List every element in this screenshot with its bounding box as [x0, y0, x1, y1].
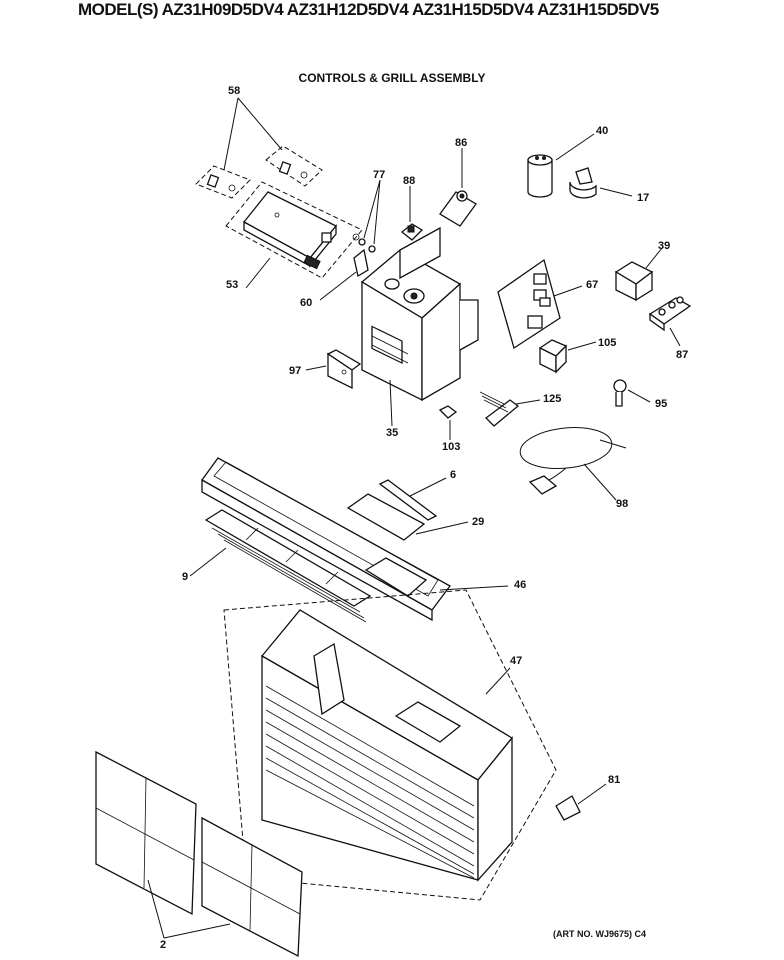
label-95: 95 [655, 398, 667, 410]
part-53-control-panel [225, 181, 363, 289]
part-46-grille-frame [201, 457, 509, 622]
part-81-bracket [555, 783, 607, 821]
label-97: 97 [289, 365, 301, 377]
label-17: 17 [637, 192, 649, 204]
label-125: 125 [543, 393, 561, 405]
part-125-sensor [479, 391, 541, 427]
part-97-plate [305, 349, 362, 390]
part-88-clip [400, 186, 424, 241]
part-9-louvre [189, 509, 372, 623]
label-86: 86 [455, 137, 467, 149]
label-53: 53 [226, 279, 238, 291]
part-39-relay [614, 247, 663, 302]
label-58: 58 [228, 85, 240, 97]
part-35-control-box [360, 226, 479, 427]
part-77-screws [358, 179, 381, 253]
part-103-clip [438, 405, 458, 440]
label-2: 2 [160, 939, 166, 951]
label-40: 40 [596, 125, 608, 137]
label-46: 46 [514, 579, 526, 591]
label-87: 87 [676, 349, 688, 361]
part-58-switch-knobs [195, 97, 323, 199]
label-81: 81 [608, 774, 620, 786]
part-47-front-cabinet [223, 589, 557, 901]
part-60-bracket [319, 248, 369, 301]
part-40-capacitor [527, 133, 595, 198]
part-17-strap [569, 167, 633, 199]
label-6: 6 [450, 469, 456, 481]
label-67: 67 [586, 279, 598, 291]
label-47: 47 [510, 655, 522, 667]
art-number: (ART NO. WJ9675) C4 [553, 929, 647, 939]
label-77: 77 [373, 169, 385, 181]
model-numbers-header: MODEL(S) AZ31H09D5DV4 AZ31H12D5DV4 AZ31H… [78, 0, 659, 19]
part-6-strip [378, 477, 447, 521]
diagram-title: CONTROLS & GRILL ASSEMBLY [298, 71, 486, 85]
part-95-thermistor [613, 379, 651, 407]
label-29: 29 [472, 516, 484, 528]
label-60: 60 [300, 297, 312, 309]
label-105: 105 [598, 337, 616, 349]
label-9: 9 [182, 571, 188, 583]
label-103: 103 [442, 441, 460, 453]
label-98: 98 [616, 498, 628, 510]
part-105-transformer [538, 339, 597, 374]
part-2-filters [95, 750, 303, 958]
label-88: 88 [403, 175, 415, 187]
part-87-terminal-block [648, 296, 692, 347]
label-35: 35 [386, 427, 398, 439]
part-86-thermostat [439, 148, 477, 227]
part-29-display-panel [346, 493, 469, 541]
label-39: 39 [658, 240, 670, 252]
part-98-harness [519, 427, 627, 501]
part-67-control-board [497, 258, 583, 350]
